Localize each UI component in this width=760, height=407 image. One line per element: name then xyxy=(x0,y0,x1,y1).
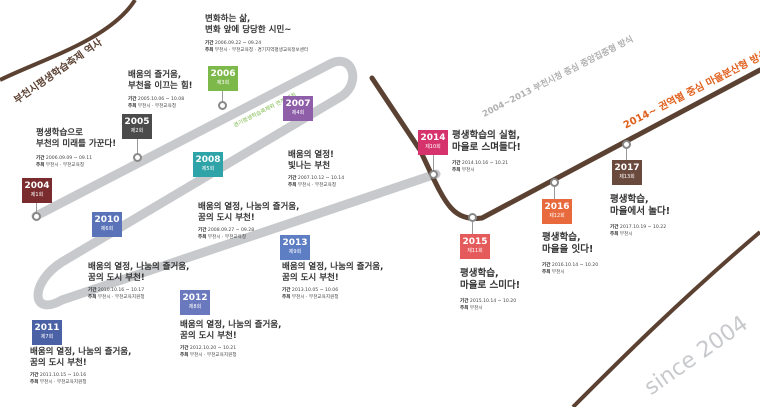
event-2008-meta: 기간 2008.09.27 ~ 09.28 주최 부천시 · 부천교육청 xyxy=(198,228,255,240)
event-2014-meta: 기간 2014.10.16 ~ 10.21 주최 부천시 xyxy=(452,161,509,173)
event-2007-title: 배움의 열정!빛나는 부천 xyxy=(288,150,334,171)
event-2005-stem xyxy=(137,139,138,155)
event-2010-meta: 기간 2010.10.16 ~ 10.17 주최 부천시 · 부천교육지원청 xyxy=(88,288,145,300)
event-2016-stem xyxy=(554,187,555,199)
bottom-right-curve xyxy=(571,230,760,407)
event-2013-title: 배움의 열정, 나눔의 즐거움,꿈의 도시 부천! xyxy=(282,262,384,283)
event-2012-title: 배움의 열정, 나눔의 즐거움,꿈의 도시 부천! xyxy=(180,320,282,341)
event-2017-meta: 기간 2017.10.19 ~ 10.22 주최 부천시 xyxy=(610,225,667,237)
event-2005-title: 배움의 즐거움,부천을 이끄는 힘! xyxy=(128,70,193,91)
event-2011-title: 배움의 열정, 나눔의 즐거움,꿈의 도시 부천! xyxy=(30,347,132,368)
event-2013-meta: 기간 2013.10.05 ~ 10.06 주최 부천시 · 부천교육지원청 xyxy=(282,288,339,300)
event-2016-meta: 기간 2016.10.14 ~ 10.20 주최 부천시 xyxy=(542,263,599,275)
event-2015-marker xyxy=(468,213,477,222)
event-2014-title: 평생학습의 실험,마을로 스며들다! xyxy=(452,130,521,153)
event-2008-title: 배움의 열정, 나눔의 즐거움,꿈의 도시 부천! xyxy=(198,202,300,223)
top-left-curve xyxy=(0,0,137,82)
gray-track xyxy=(31,56,441,310)
event-2006-marker xyxy=(218,101,227,110)
event-2017-title: 평생학습,마을에서 놀다! xyxy=(610,194,671,217)
event-2014-stem xyxy=(433,155,434,171)
event-2004-stem xyxy=(36,203,37,215)
event-2015-meta: 기간 2015.10.14 ~ 10.20 주최 부천시 xyxy=(460,299,517,311)
event-2007-meta: 기간 2007.10.12 ~ 10.14 주최 부천시 · 부천교육청 xyxy=(288,176,345,188)
event-2016-marker xyxy=(550,178,559,187)
event-2004-marker xyxy=(32,212,41,221)
event-2006-stem xyxy=(222,91,223,103)
event-2006-title: 변화하는 삶,변화 앞에 당당한 시민~ xyxy=(205,14,292,35)
event-2017-marker xyxy=(622,140,631,149)
event-2006-meta: 기간 2006.09.22 ~ 09.24 주최 부천시 · 부천교육청 · 경… xyxy=(205,41,309,53)
event-2011-meta: 기간 2011.10.15 ~ 10.16 주최 부천시 · 부천교육지원청 xyxy=(30,373,87,385)
event-2016-title: 평생학습,마을을 잇다! xyxy=(542,232,594,255)
event-2014-marker xyxy=(429,170,438,179)
event-2004-meta: 기간 2006.09.09 ~ 09.11 주최 부천시 · 부천교육청 xyxy=(36,156,93,168)
event-2015-title: 평생학습,마을로 스미다! xyxy=(460,268,521,291)
event-2005-marker xyxy=(133,153,142,162)
event-2015-stem xyxy=(472,222,473,234)
event-2005-meta: 기간 2005.10.06 ~ 10.08 주최 부천시 · 부천교육청 xyxy=(128,97,185,109)
event-2017-stem xyxy=(626,148,627,160)
brown-track xyxy=(369,67,760,221)
event-2012-meta: 기간 2012.10.20 ~ 10.21 주최 부천시 · 부천교육지원청 xyxy=(180,346,237,358)
event-2010-title: 배움의 열정, 나눔의 즐거움,꿈의 도시 부천! xyxy=(88,262,190,283)
